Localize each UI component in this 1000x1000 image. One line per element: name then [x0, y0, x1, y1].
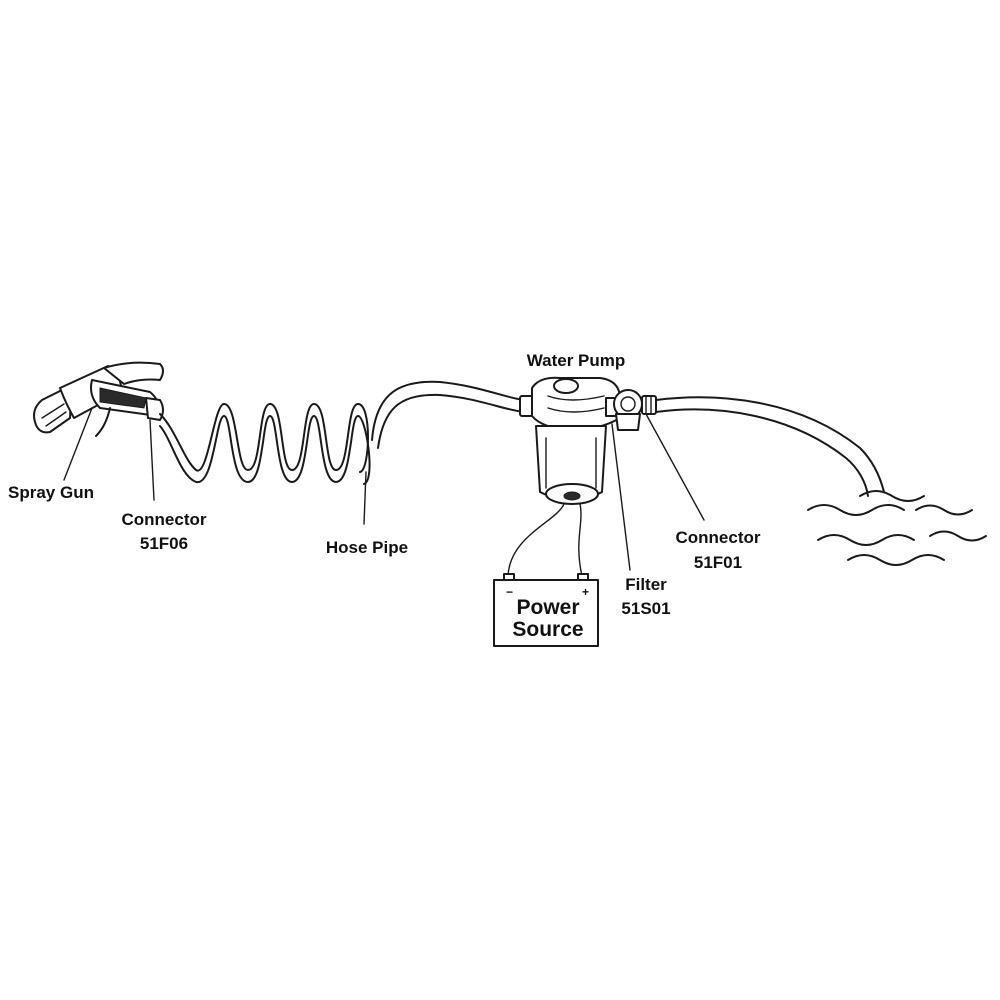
connector-51f06-code: 51F06	[140, 534, 188, 553]
coiled-hose-icon	[159, 380, 525, 485]
connector-51f06	[145, 397, 164, 421]
connector-51f01	[641, 395, 657, 415]
connector-51f01-code: 51F01	[694, 553, 742, 572]
power-source-label-line2: Source	[512, 618, 583, 641]
battery-negative-label: −	[506, 585, 513, 599]
filter-code: 51S01	[621, 599, 670, 618]
spray-gun-label: Spray Gun	[8, 483, 94, 502]
inlet-hose	[655, 396, 885, 497]
filter-label: Filter	[625, 575, 667, 594]
battery-positive-label: +	[582, 585, 589, 599]
hose-pipe-label: Hose Pipe	[326, 538, 408, 557]
water-waves-icon	[807, 490, 987, 566]
leader-lines	[63, 407, 705, 571]
water-pump-icon	[519, 376, 621, 505]
water-pump-label: Water Pump	[527, 351, 626, 370]
spray-gun-icon	[33, 361, 164, 437]
battery-icon: − + Power Source	[493, 503, 599, 647]
connector-51f01-label: Connector	[676, 528, 761, 547]
connector-51f06-label: Connector	[122, 510, 207, 529]
power-source-label-line1: Power	[516, 596, 579, 619]
